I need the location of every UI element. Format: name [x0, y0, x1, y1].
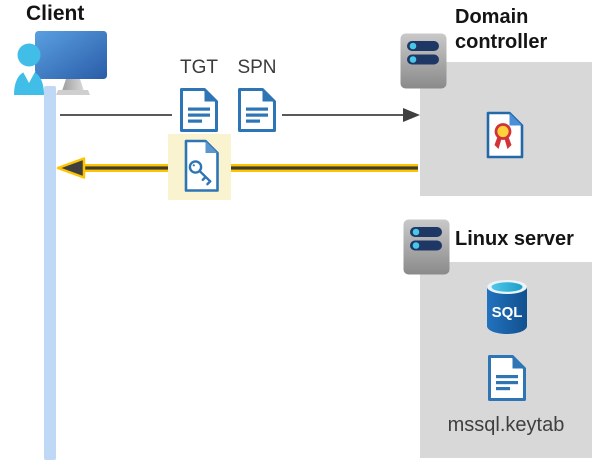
key-ticket-icon	[184, 139, 219, 192]
tgt-document-icon	[180, 88, 218, 132]
person-icon	[14, 43, 44, 95]
client-lifeline-bar	[44, 86, 56, 460]
spn-document-icon	[238, 88, 276, 132]
certificate-icon	[486, 111, 524, 159]
sql-database-icon: SQL	[487, 280, 527, 334]
client-workstation-icon	[14, 31, 107, 95]
client-label: Client	[26, 2, 85, 25]
domain-controller-label-line2: controller	[455, 31, 548, 53]
tgt-label: TGT	[180, 57, 218, 78]
monitor-icon	[35, 31, 107, 95]
linux-server-label: Linux server	[455, 228, 574, 250]
key-glyph	[188, 160, 212, 186]
sql-icon-label: SQL	[492, 304, 523, 321]
response-arrow	[56, 157, 418, 179]
domain-controller-label-line1: Domain	[455, 6, 529, 28]
keytab-filename-label: mssql.keytab	[447, 414, 565, 436]
request-arrow-head-icon	[403, 108, 420, 122]
domain-controller-label: Domain controller	[455, 5, 547, 55]
linux-server-icon	[403, 219, 450, 275]
domain-controller-server-icon	[400, 33, 447, 89]
keytab-document-icon	[488, 355, 526, 401]
spn-label: SPN	[237, 57, 277, 78]
rosette-glyph	[494, 123, 512, 149]
